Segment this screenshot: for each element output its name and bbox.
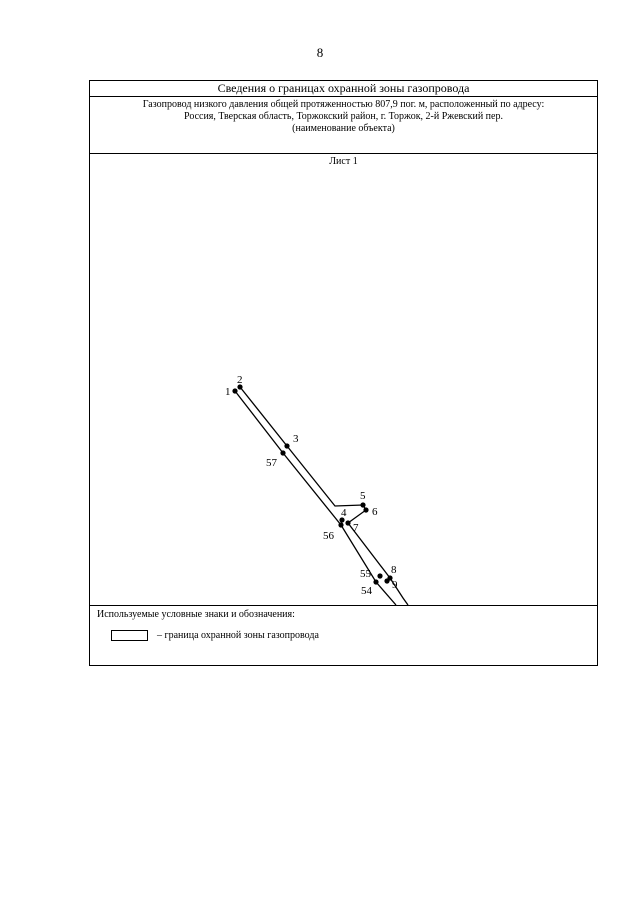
point-marker-4 [339, 517, 345, 523]
point-marker-9 [384, 578, 390, 584]
point-marker-3 [284, 443, 290, 449]
legend: Используемые условные знаки и обозначени… [90, 606, 597, 666]
point-label-57: 57 [266, 457, 278, 469]
legend-title: Используемые условные знаки и обозначени… [97, 609, 295, 620]
point-marker-1 [232, 388, 238, 394]
point-marker-57 [280, 450, 286, 456]
page-number: 8 [316, 45, 324, 60]
legend-item-text: – граница охранной зоны газопровода [157, 630, 319, 641]
point-label-6: 6 [372, 506, 378, 518]
point-label-55: 55 [360, 568, 372, 580]
point-label-3: 3 [293, 433, 299, 445]
point-label-4: 4 [341, 507, 347, 519]
point-label-5: 5 [360, 490, 366, 502]
point-label-2: 2 [237, 374, 243, 386]
point-marker-2 [237, 384, 243, 390]
point-marker-56 [338, 522, 344, 528]
point-label-9: 9 [392, 579, 398, 591]
boundary-swatch-icon [111, 630, 148, 641]
boundary-points [232, 384, 393, 585]
point-label-1: 1 [225, 386, 231, 398]
point-label-8: 8 [391, 564, 397, 576]
point-marker-5 [360, 502, 366, 508]
zone-boundary-lines [234, 386, 409, 605]
sheet-drawing-area: Лист 1 [90, 154, 597, 606]
sheet-label: Лист 1 [329, 156, 358, 167]
object-line-2: Россия, Тверская область, Торжокский рай… [184, 111, 503, 122]
point-marker-6 [363, 507, 369, 513]
point-labels: 1 2 3 57 4 5 6 7 56 8 55 9 54 [225, 374, 398, 597]
document-title: Сведения о границах охранной зоны газопр… [90, 81, 597, 97]
zone-boundary-drawing: 1 2 3 57 4 5 6 7 56 8 55 9 54 [225, 374, 409, 605]
point-marker-54 [373, 579, 379, 585]
point-label-56: 56 [323, 530, 335, 542]
object-line-3: (наименование объекта) [292, 123, 395, 134]
object-line-1: Газопровод низкого давления общей протяж… [142, 99, 545, 110]
point-label-7: 7 [353, 522, 359, 534]
object-description: Газопровод низкого давления общей протяж… [90, 97, 597, 154]
boundary-line-left [234, 390, 397, 605]
boundary-line-right [239, 386, 409, 605]
document-frame: Сведения о границах охранной зоны газопр… [89, 80, 598, 666]
point-marker-55 [377, 573, 383, 579]
point-label-54: 54 [361, 585, 373, 597]
point-marker-7 [345, 520, 351, 526]
